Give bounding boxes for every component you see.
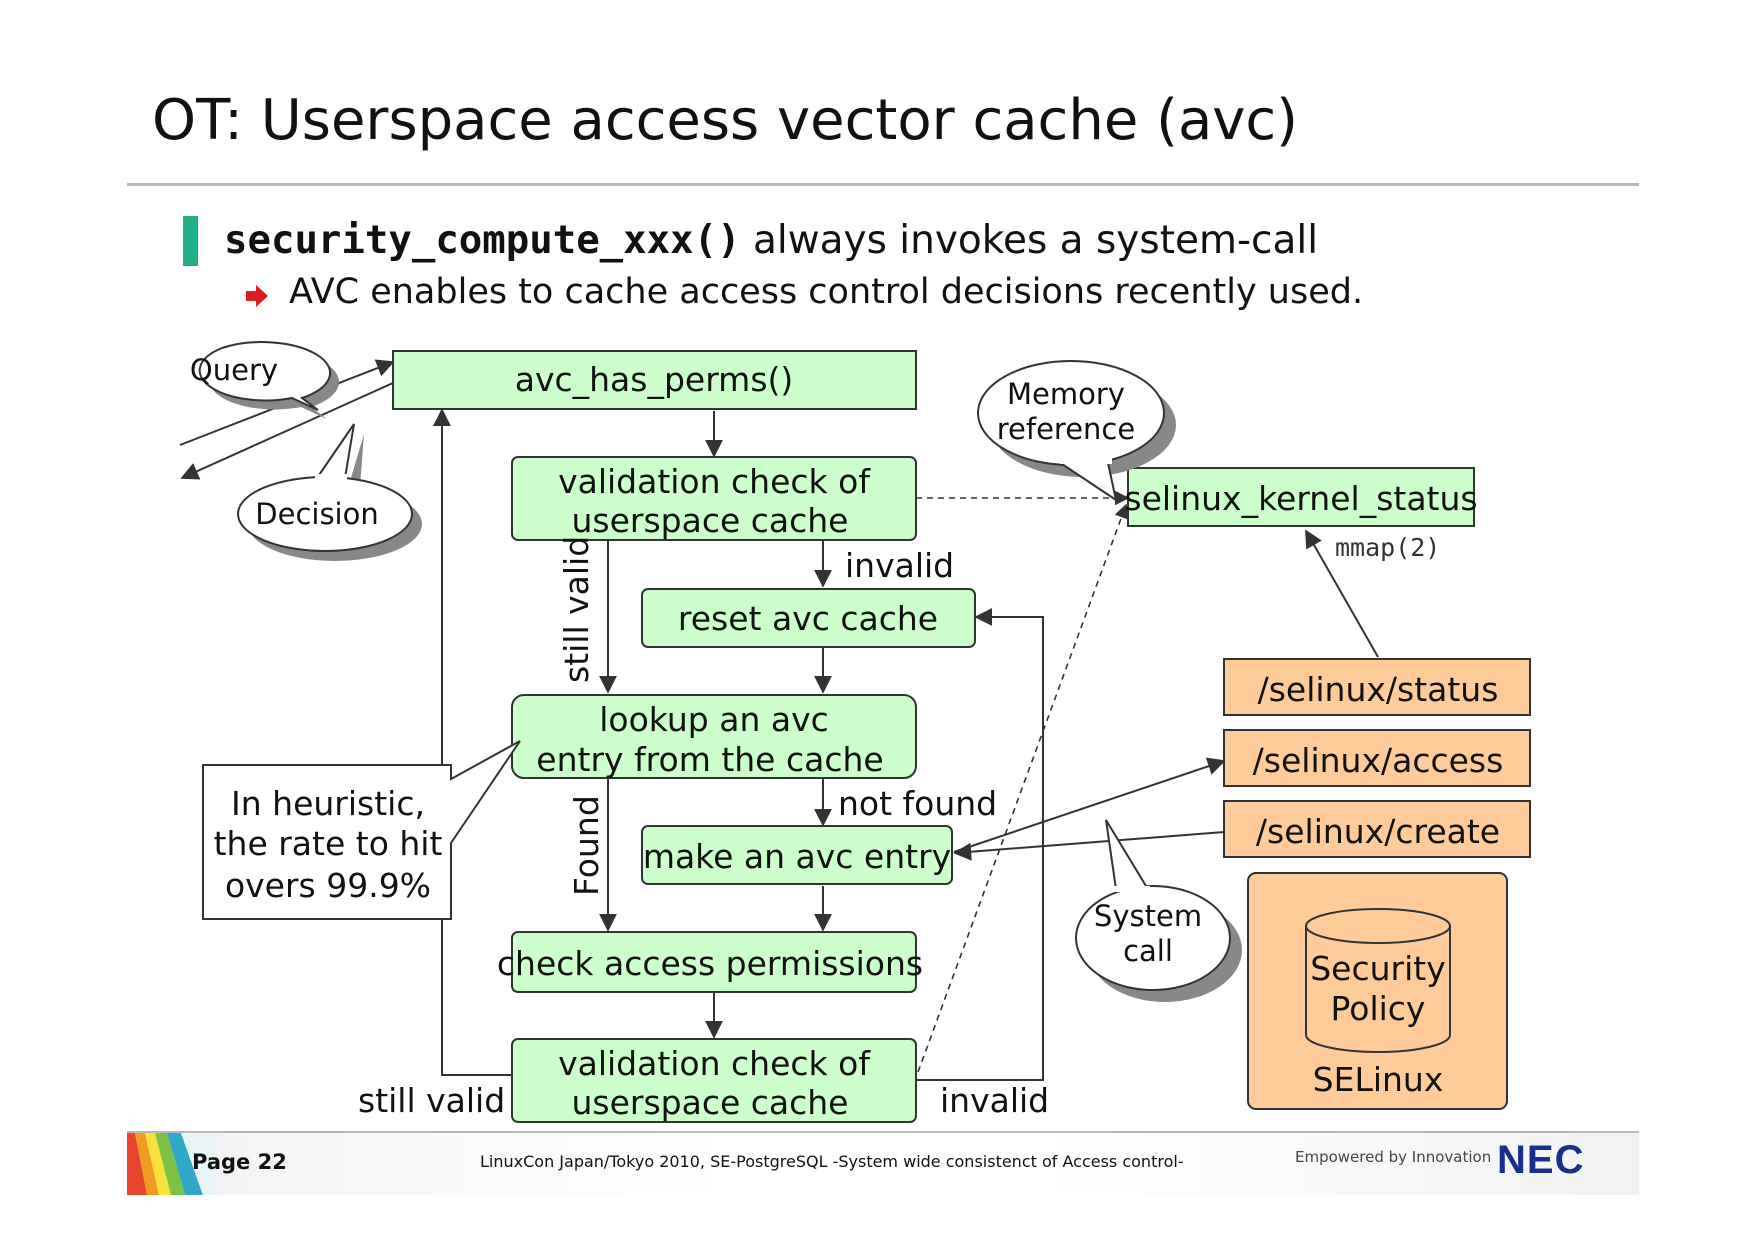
invalid-bottom-label: invalid <box>940 1081 1049 1120</box>
selinux-create-box <box>1223 800 1531 858</box>
edge-access <box>953 757 1226 853</box>
query-bubble <box>198 341 340 419</box>
selinux-access-label: /selinux/access <box>1253 741 1504 780</box>
invalid-top-label: invalid <box>845 546 954 585</box>
heuristic-note <box>202 740 521 920</box>
rainbow-stripes-icon <box>127 1133 217 1195</box>
lookup-line1: lookup an avc <box>599 700 829 739</box>
decision-label: Decision <box>255 497 378 531</box>
selinux-access-box <box>1223 729 1531 787</box>
decision-bubble <box>237 423 422 561</box>
system-call-bubble <box>1075 819 1242 1002</box>
edge-create <box>953 831 1225 861</box>
kernel-status-box <box>1127 467 1475 527</box>
slide-title: OT: Userspace access vector cache (avc) <box>152 88 1299 153</box>
system-label-line1: System <box>1094 899 1202 933</box>
red-arrow-icon <box>246 285 268 307</box>
still-valid-bottom-label: still valid <box>358 1081 505 1120</box>
found-label: Found <box>567 795 606 896</box>
decision-edge <box>180 382 394 480</box>
edge-memory-2 <box>917 503 1129 1073</box>
system-label-line2: call <box>1123 934 1173 968</box>
reset-label: reset avc cache <box>678 599 938 638</box>
check-perms-box <box>511 931 917 993</box>
selinux-status-box <box>1223 658 1531 716</box>
make-entry-box <box>641 825 953 885</box>
query-label: Query <box>190 353 278 387</box>
check-perms-label: check access permissions <box>497 944 923 983</box>
heuristic-line3: overs 99.9% <box>225 866 431 905</box>
not-found-label: not found <box>838 784 997 823</box>
lookup-line2: entry from the cache <box>536 740 883 779</box>
bullet-code: security_compute_xxx() <box>224 218 741 263</box>
footer-tagline: Empowered by Innovation <box>1295 1148 1492 1166</box>
memory-label-line1: Memory <box>1007 377 1125 411</box>
still-valid-vertical-label: still valid <box>557 536 596 683</box>
memory-edges <box>916 490 1130 1073</box>
edge-still-valid-return <box>433 408 512 1076</box>
bullet-text: always invokes a system-call <box>740 218 1319 263</box>
selinux-label: SELinux <box>1313 1060 1444 1099</box>
edge-invalid-return <box>913 608 1044 1081</box>
avc-has-perms-label: avc_has_perms() <box>515 360 794 399</box>
title-divider <box>127 183 1639 186</box>
mmap-label: mmap(2) <box>1335 533 1440 562</box>
footer-bar <box>127 1133 1639 1195</box>
validation-box-top <box>511 456 917 541</box>
validation-bottom-line2: userspace cache <box>571 1083 848 1122</box>
validation-top-line2: userspace cache <box>571 501 848 540</box>
validation-box-bottom <box>511 1038 917 1123</box>
sub-bullet: AVC enables to cache access control deci… <box>289 272 1364 312</box>
security-label-line1: Security <box>1310 949 1446 988</box>
avc-has-perms-box <box>392 350 917 410</box>
heuristic-line2: the rate to hit <box>214 824 443 863</box>
main-bullet: security_compute_xxx() always invokes a … <box>224 218 1318 263</box>
lookup-box <box>511 694 917 779</box>
make-entry-label: make an avc entry <box>643 837 951 876</box>
footer-divider <box>127 1131 1639 1133</box>
validation-top-line1: validation check of <box>558 462 871 501</box>
database-icon <box>1305 908 1451 1053</box>
heuristic-line1: In heuristic, <box>231 784 425 823</box>
memory-label-line2: reference <box>997 412 1135 446</box>
selinux-create-label: /selinux/create <box>1256 812 1500 851</box>
page-number: Page 22 <box>192 1150 287 1174</box>
selinux-status-label: /selinux/status <box>1258 670 1499 709</box>
nec-logo: NEC <box>1497 1138 1585 1182</box>
bullet-marker <box>183 216 198 266</box>
validation-bottom-line1: validation check of <box>558 1044 871 1083</box>
security-label-line2: Policy <box>1331 989 1426 1028</box>
memory-bubble <box>977 360 1176 503</box>
footer-text: LinuxCon Japan/Tokyo 2010, SE-PostgreSQL… <box>480 1152 1184 1171</box>
edge-mmap <box>1305 529 1379 658</box>
kernel-status-label: selinux_kernel_status <box>1124 479 1477 518</box>
reset-box <box>641 588 976 648</box>
